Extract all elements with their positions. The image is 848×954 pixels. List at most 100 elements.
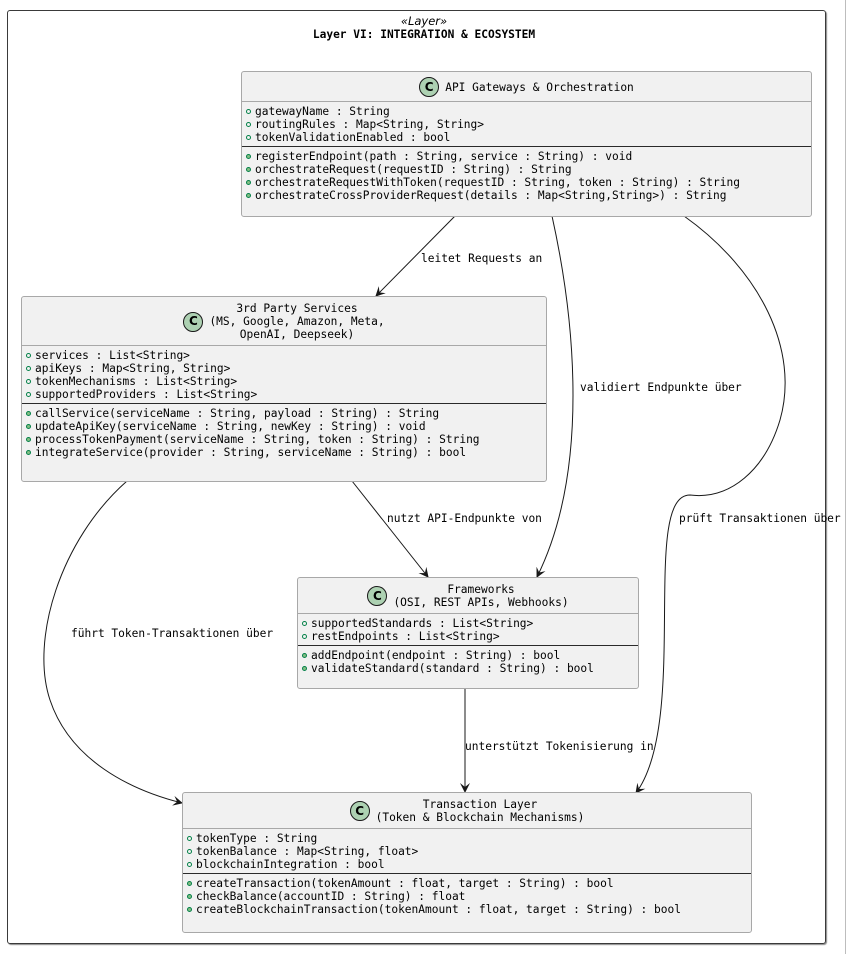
public-field-icon [26,366,31,371]
public-method-icon [26,424,31,429]
class-name: API Gateways & Orchestration [445,80,634,94]
methods-compartment: createTransaction(tokenAmount : float, t… [183,874,751,919]
public-method-icon [26,450,31,455]
method-row: addEndpoint(endpoint : String) : bool [302,649,634,662]
method-text: orchestrateCrossProviderRequest(details … [255,189,727,202]
edge-gateway-to-thirdparty [375,215,456,297]
method-text: createBlockchainTransaction(tokenAmount … [196,903,681,916]
method-row: orchestrateRequestWithToken(requestID : … [246,176,807,189]
attribute-row: supportedProviders : List<String> [26,388,542,401]
edge-thirdparty-to-frameworks [351,480,429,578]
public-method-icon [246,193,251,198]
method-text: checkBalance(accountID : String) : float [196,890,466,903]
method-row: callService(serviceName : String, payloa… [26,407,542,420]
method-row: integrateService(provider : String, serv… [26,446,542,459]
attribute-row: tokenType : String [187,832,747,845]
method-row: orchestrateCrossProviderRequest(details … [246,189,807,202]
public-field-icon [26,353,31,358]
public-field-icon [302,634,307,639]
method-text: integrateService(provider : String, serv… [35,446,467,459]
public-field-icon [26,392,31,397]
class-type-icon: C [419,77,440,97]
attribute-text: tokenType : String [196,832,318,845]
public-field-icon [187,862,192,867]
class-name: 3rd Party Services (MS, Google, Amazon, … [209,302,385,341]
method-row: validateStandard(standard : String) : bo… [302,662,634,675]
public-method-icon [302,666,307,671]
public-method-icon [26,411,31,416]
public-method-icon [187,894,192,899]
method-text: createTransaction(tokenAmount : float, t… [196,877,614,890]
method-text: callService(serviceName : String, payloa… [35,407,440,420]
public-method-icon [187,907,192,912]
public-method-icon [246,167,251,172]
methods-compartment: callService(serviceName : String, payloa… [22,404,546,462]
package-title: Layer VI: INTEGRATION & ECOSYSTEM [312,28,536,41]
package-frame [7,10,826,944]
public-field-icon [187,836,192,841]
edge-gateway-to-frameworks [536,215,574,578]
method-text: orchestrateRequestWithToken(requestID : … [255,176,740,189]
methods-compartment: registerEndpoint(path : String, service … [242,147,811,205]
edge-label-unterstuetzt: unterstützt Tokenisierung in [465,740,654,753]
attribute-text: services : List<String> [35,349,190,362]
edge-label-nutzt: nutzt API-Endpunkte von [387,512,542,525]
edge-label-leitet: leitet Requests an [421,252,543,265]
edge-label-prueft: prüft Transaktionen über [679,512,841,525]
attribute-row: tokenMechanisms : List<String> [26,375,542,388]
attribute-text: blockchainIntegration : bool [196,858,385,871]
attribute-text: tokenMechanisms : List<String> [35,375,238,388]
public-method-icon [302,653,307,658]
attribute-row: tokenValidationEnabled : bool [246,131,807,144]
class-name: Frameworks (OSI, REST APIs, Webhooks) [393,583,569,609]
class-api-gateways[interactable]: C API Gateways & Orchestration gatewayName… [241,71,812,217]
public-field-icon [246,135,251,140]
method-row: createTransaction(tokenAmount : float, t… [187,877,747,890]
edge-gateway-to-transaction [635,215,786,794]
edge-label-fuehrt: führt Token-Transaktionen über [71,627,274,640]
attribute-row: gatewayName : String [246,105,807,118]
public-field-icon [246,109,251,114]
method-row: processTokenPayment(serviceName : String… [26,433,542,446]
attribute-text: tokenValidationEnabled : bool [255,131,451,144]
method-row: checkBalance(accountID : String) : float [187,890,747,903]
method-row: updateApiKey(serviceName : String, newKe… [26,420,542,433]
class-type-icon: C [367,586,388,606]
class-header: C API Gateways & Orchestration [242,72,811,102]
attribute-text: routingRules : Map<String, String> [255,118,485,131]
attribute-text: supportedStandards : List<String> [311,617,534,630]
package-stereotype: «Layer» [400,14,448,28]
attribute-text: gatewayName : String [255,105,390,118]
public-field-icon [26,379,31,384]
method-row: orchestrateRequest(requestID : String) :… [246,163,807,176]
attribute-text: supportedProviders : List<String> [35,388,258,401]
class-type-icon: C [349,801,370,821]
attribute-row: tokenBalance : Map<String, float> [187,845,747,858]
attribute-row: services : List<String> [26,349,542,362]
attribute-row: apiKeys : Map<String, String> [26,362,542,375]
edge-label-validiert: validiert Endpunkte über [580,381,742,394]
attribute-row: blockchainIntegration : bool [187,858,747,871]
edge-thirdparty-to-transaction [43,480,183,806]
method-row: createBlockchainTransaction(tokenAmount … [187,903,747,916]
public-field-icon [187,849,192,854]
method-row: registerEndpoint(path : String, service … [246,150,807,163]
public-field-icon [246,122,251,127]
method-text: addEndpoint(endpoint : String) : bool [311,649,561,662]
attribute-row: restEndpoints : List<String> [302,630,634,643]
method-text: processTokenPayment(serviceName : String… [35,433,480,446]
attributes-compartment: supportedStandards : List<String>restEnd… [298,614,638,646]
right-divider [845,0,846,954]
attribute-text: tokenBalance : Map<String, float> [196,845,419,858]
attribute-row: supportedStandards : List<String> [302,617,634,630]
